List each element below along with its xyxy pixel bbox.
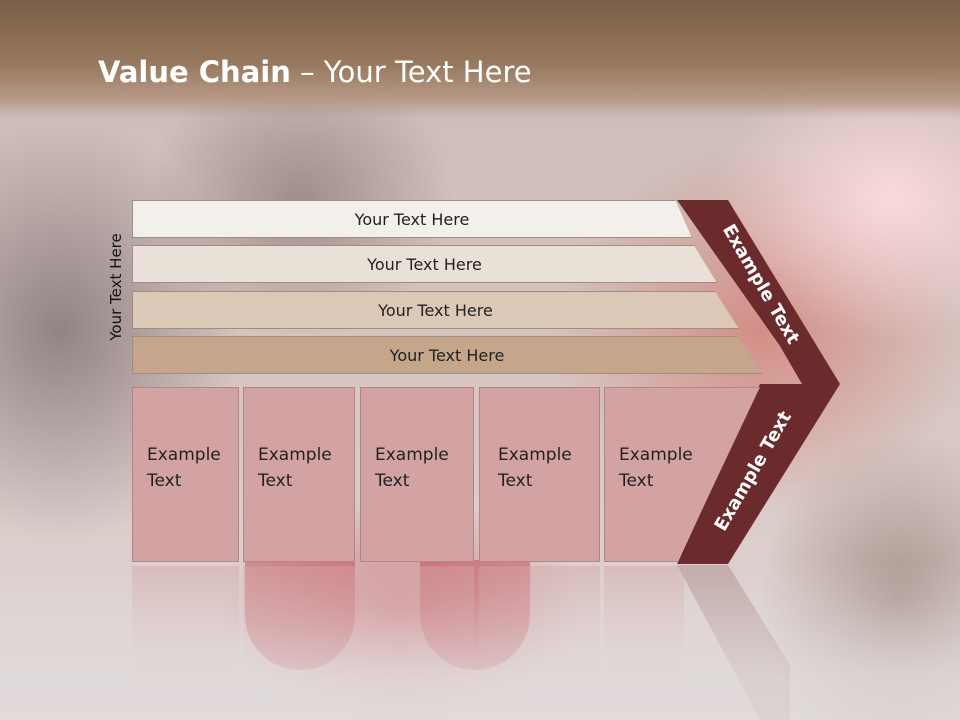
reflection-fade <box>0 560 960 720</box>
primary-activity-label: Example Text <box>258 445 332 491</box>
support-bar[interactable]: Your Text Here <box>132 291 739 329</box>
title-rest: – Your Text Here <box>290 55 532 89</box>
support-bar-label: Your Text Here <box>354 209 470 229</box>
primary-activity-label: Example Text <box>619 445 693 491</box>
margin-chevron-top <box>677 200 840 384</box>
support-bar[interactable]: Your Text Here <box>132 245 717 283</box>
primary-activity[interactable]: Example Text <box>360 387 474 562</box>
primary-activity[interactable]: Example Text <box>243 387 355 562</box>
support-bar-label: Your Text Here <box>389 345 505 365</box>
support-bar-label: Your Text Here <box>378 300 493 320</box>
primary-activity[interactable]: Example Text <box>479 387 600 562</box>
support-bar-label: Your Text Here <box>367 254 482 274</box>
primary-activity-label: Example Text <box>498 445 572 491</box>
support-bar[interactable]: Your Text Here <box>132 336 762 374</box>
primary-activity[interactable]: Example Text <box>132 387 239 562</box>
margin-top-label: Example Text <box>718 221 804 348</box>
primary-activity-label: Example Text <box>147 445 221 491</box>
margin-chevron-bottom <box>677 384 840 564</box>
title-bar <box>0 0 960 118</box>
primary-activity-label: Example Text <box>375 445 449 491</box>
support-bar[interactable]: Your Text Here <box>132 200 692 238</box>
slide-title[interactable]: Value Chain – Your Text Here <box>98 55 532 89</box>
title-bold: Value Chain <box>98 55 291 89</box>
